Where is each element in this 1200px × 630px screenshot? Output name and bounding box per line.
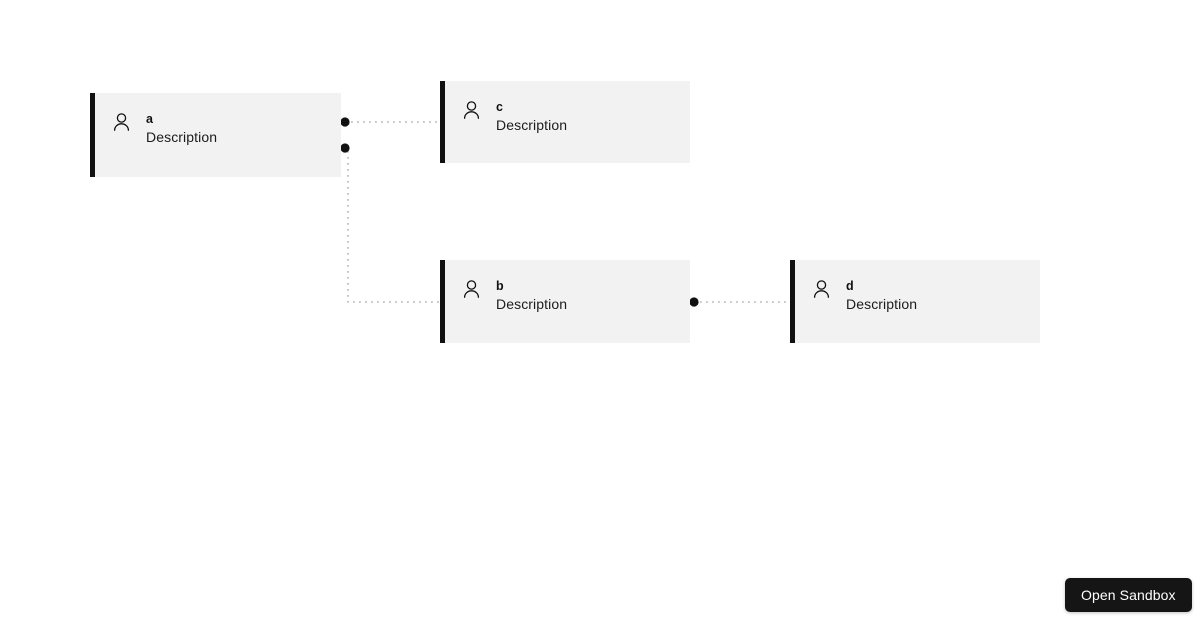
node-b-text: b Description [496, 278, 567, 314]
node-b[interactable]: b Description [440, 260, 690, 343]
node-c-label: c [496, 100, 504, 114]
node-d[interactable]: d Description [790, 260, 1040, 343]
node-d-description: Description [846, 296, 918, 312]
node-c-text: c Description [496, 99, 567, 135]
node-b-description: Description [496, 296, 568, 312]
node-d-label: d [846, 279, 854, 293]
edge-a-c [340, 117, 441, 127]
node-b-content: b Description [445, 260, 567, 314]
node-a-content: a Description [95, 93, 217, 147]
edge-b-d [689, 297, 791, 307]
node-a-description: Description [146, 129, 218, 145]
node-c-content: c Description [445, 81, 567, 135]
node-c[interactable]: c Description [440, 81, 690, 163]
edge-a-b [340, 143, 441, 303]
node-a-text: a Description [146, 111, 217, 147]
edge-a-b-source-dot [340, 143, 350, 153]
node-a[interactable]: a Description [90, 93, 341, 177]
person-icon [463, 280, 480, 298]
node-d-content: d Description [795, 260, 917, 314]
open-sandbox-button[interactable]: Open Sandbox [1065, 578, 1192, 612]
person-icon [463, 101, 480, 119]
person-icon [813, 280, 830, 298]
edge-b-d-source-dot [689, 297, 699, 307]
edge-a-b-path [345, 147, 441, 303]
node-c-description: Description [496, 117, 568, 133]
edge-a-c-source-dot [340, 117, 350, 127]
node-b-label: b [496, 279, 504, 293]
person-icon [113, 113, 130, 131]
node-d-text: d Description [846, 278, 917, 314]
node-a-label: a [146, 112, 154, 126]
